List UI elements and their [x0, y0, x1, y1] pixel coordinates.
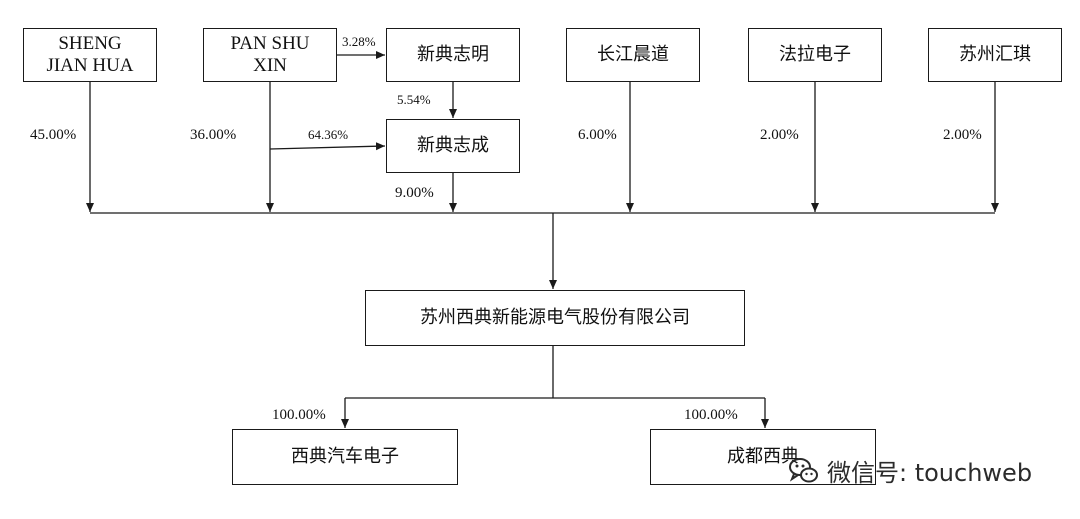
pct-pan-to-zhicheng: 64.36%	[308, 127, 349, 142]
node-xindian-zhicheng: 新典志成	[386, 119, 520, 173]
node-suzhou-huiqi: 苏州汇琪	[928, 28, 1062, 82]
node-auto-electronics: 西典汽车电子	[232, 429, 458, 485]
pct-chengdu: 100.00%	[684, 407, 738, 423]
node-fala-electronics: 法拉电子	[748, 28, 882, 82]
watermark-text: 微信号: touchweb	[827, 458, 1033, 487]
pct-auto: 100.00%	[272, 407, 326, 423]
pct-pan-to-zhiming: 3.28%	[342, 34, 376, 49]
node-xindian-zhiming: 新典志明	[386, 28, 520, 82]
node-sheng-jian-hua: SHENG JIAN HUA	[23, 28, 157, 82]
line-pan-to-zhicheng	[269, 142, 386, 151]
pct-zhicheng: 9.00%	[395, 185, 434, 201]
wechat-icon	[789, 458, 818, 483]
node-company: 苏州西典新能源电气股份有限公司	[365, 290, 745, 346]
pct-sheng: 45.00%	[30, 127, 77, 143]
pct-fala: 2.00%	[760, 127, 799, 143]
pct-huiqi: 2.00%	[943, 127, 982, 143]
node-chengdu: 成都西典	[650, 429, 876, 485]
watermark: 微信号: touchweb	[787, 452, 1032, 488]
pct-pan: 36.00%	[190, 127, 237, 143]
pct-zhiming-to-zhicheng: 5.54%	[397, 92, 431, 107]
pct-changjiang: 6.00%	[578, 127, 617, 143]
node-pan-shu-xin: PAN SHU XIN	[203, 28, 337, 82]
node-changjiang-chendao: 长江晨道	[566, 28, 700, 82]
